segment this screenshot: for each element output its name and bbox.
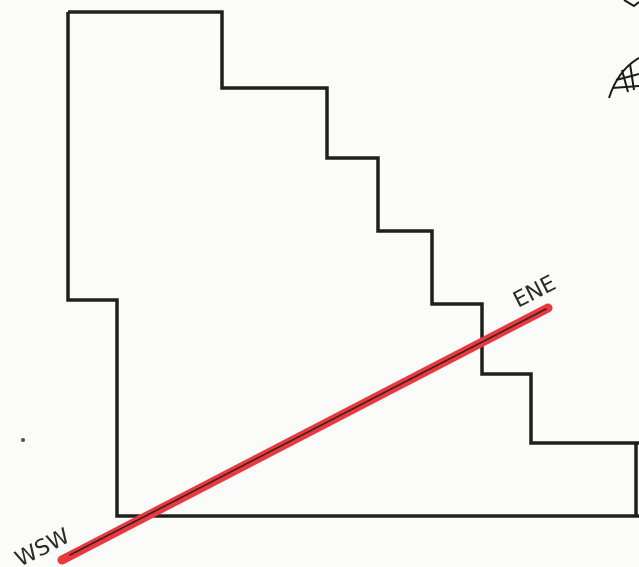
direction-line-core <box>69 308 547 556</box>
stray-dot <box>21 438 25 442</box>
stepped-outline-left <box>66 12 639 518</box>
stepped-outline <box>68 10 639 445</box>
partial-shell-sketch-icon <box>608 0 639 99</box>
label-ene: ENE <box>509 271 560 313</box>
